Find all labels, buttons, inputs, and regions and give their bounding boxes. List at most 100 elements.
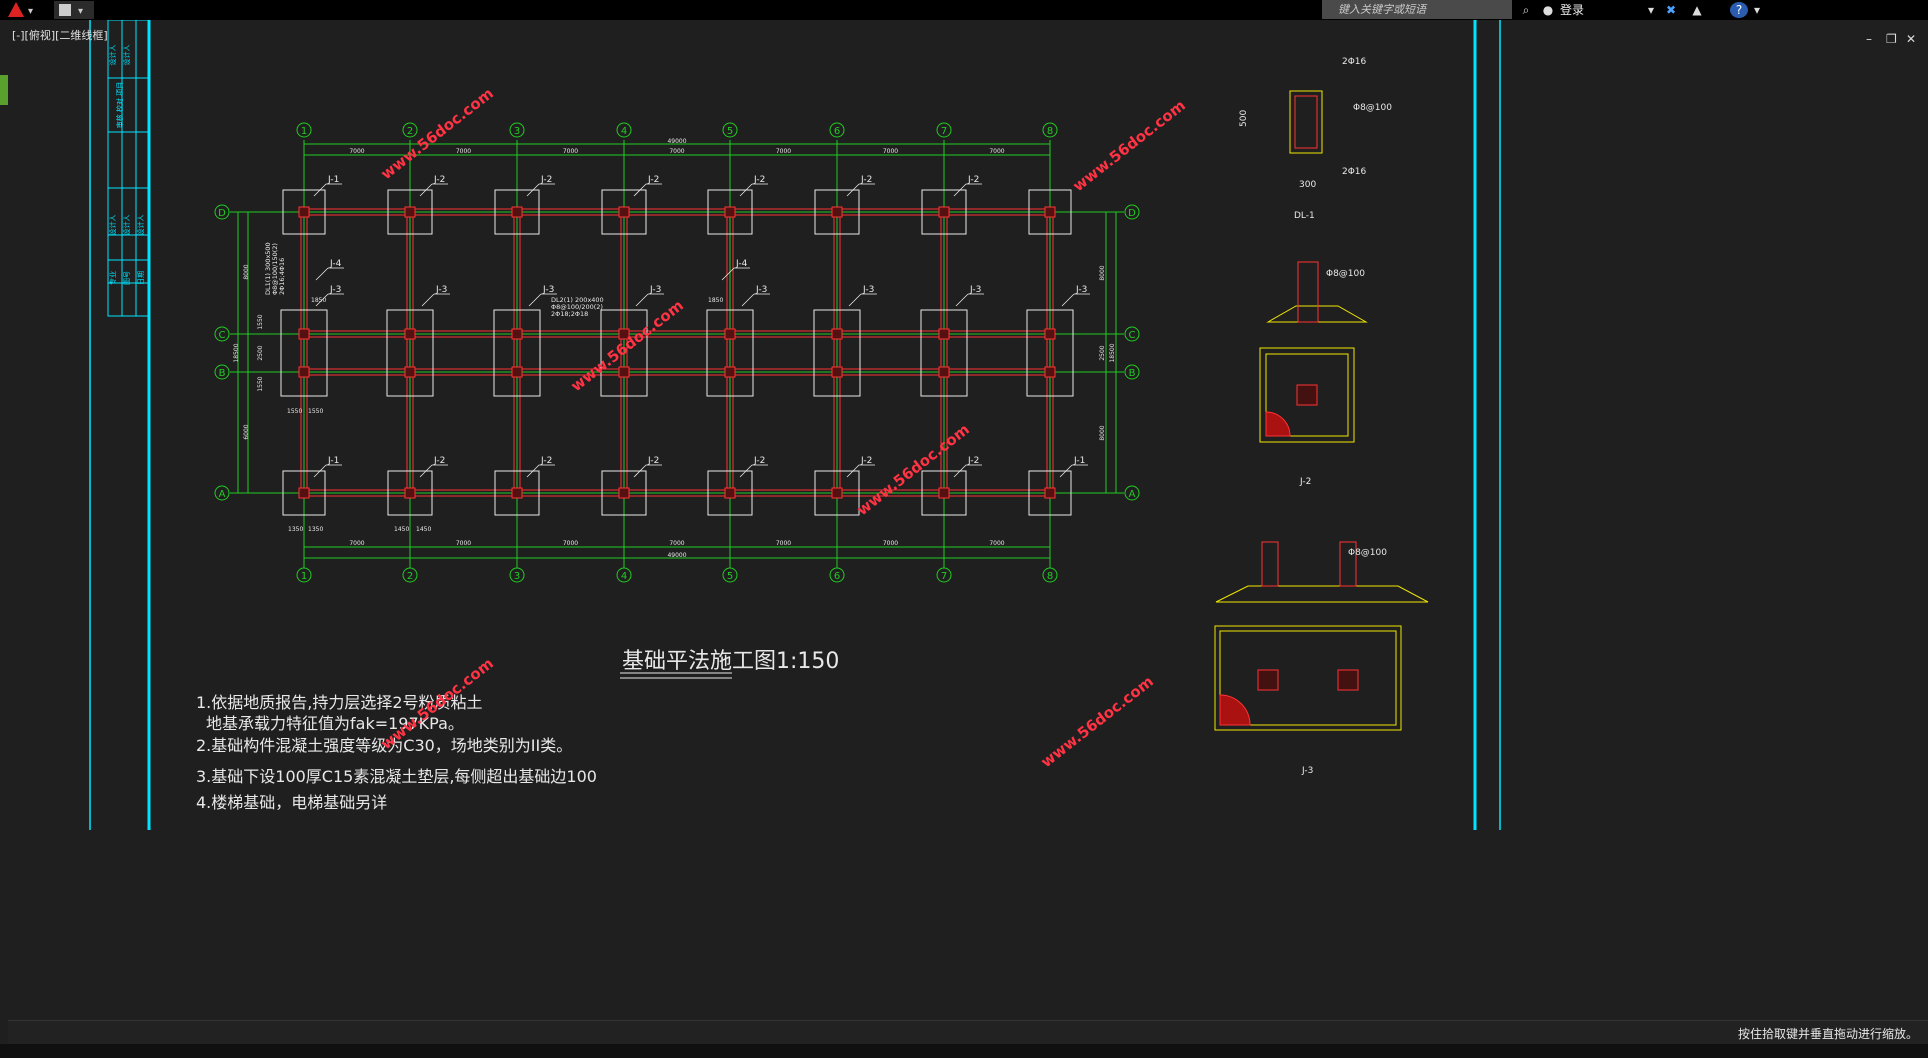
footing-label: J-3 (755, 285, 767, 295)
chevron-down-icon[interactable]: ▾ (1647, 3, 1655, 17)
leader-line (633, 464, 647, 478)
column (724, 328, 736, 340)
viewport-controls[interactable]: [-][俯视][二维线框] (12, 29, 108, 42)
axis-number: 7 (941, 571, 947, 582)
column (938, 206, 950, 218)
column (511, 328, 523, 340)
rebar-label: 2Φ16 (1342, 167, 1367, 177)
column (618, 328, 630, 340)
general-note: 4.楼梯基础，电梯基础另详 (196, 793, 387, 812)
axis-bubble (616, 567, 632, 583)
minimize-icon[interactable]: – (1866, 32, 1872, 46)
title-block-text: 设计人 (122, 45, 131, 66)
axis-number: 3 (514, 126, 520, 137)
footing-label: J-2 (967, 456, 979, 466)
leader-line (526, 183, 540, 197)
column (1044, 328, 1056, 340)
column (298, 328, 310, 340)
axis-bubble (722, 122, 738, 138)
axis-bubble (936, 122, 952, 138)
binoculars-icon[interactable]: ⌕ (1522, 3, 1530, 17)
watermark: www.56doc.com (1037, 672, 1157, 771)
column (298, 366, 310, 378)
leader-line (315, 293, 329, 307)
title-block-text: 审核 校对 项目 (115, 82, 124, 128)
dimension-text: 1550 (257, 376, 264, 391)
title-block-text: 设计人 (122, 215, 131, 236)
dimension-text: 1450 (394, 526, 409, 533)
column (404, 487, 416, 499)
axis-letter: D (1128, 208, 1136, 219)
footing-outline (814, 470, 860, 516)
column (724, 366, 736, 378)
footing-elevation (1215, 585, 1429, 603)
dimension-text: 7000 (883, 148, 898, 155)
footing-label: J-2 (860, 456, 872, 466)
footing-outline (707, 470, 753, 516)
footing-label: J-1 (1073, 456, 1085, 466)
cad-drawing[interactable]: 设计人设计人审核 校对 项目设计人设计人设计人专业图号日期11223344556… (8, 19, 1928, 1020)
footing-label: J-2 (753, 175, 765, 185)
column (1044, 487, 1056, 499)
leader-line (313, 183, 327, 197)
axis-bubble (1042, 122, 1058, 138)
dimension-text: 6000 (243, 424, 250, 439)
restore-icon[interactable]: ❐ (1886, 32, 1897, 46)
axis-number: 2 (407, 126, 413, 137)
footing-label: J-2 (433, 175, 445, 185)
search-input[interactable]: 键入关键字或短语 (1322, 0, 1512, 19)
autocad-logo-icon[interactable]: ▾ (4, 0, 44, 20)
axis-number: 6 (834, 126, 840, 137)
dimension-text: 18500 (1109, 343, 1116, 362)
footing-label: J-3 (1075, 285, 1087, 295)
axis-bubble (214, 204, 230, 220)
axis-bubble (1124, 485, 1140, 501)
axis-number: 4 (621, 126, 627, 137)
axis-bubble (1042, 567, 1058, 583)
leader-line (421, 293, 435, 307)
dimension-text: 8000 (243, 264, 250, 279)
dimension-total: 49000 (667, 138, 686, 145)
footing-outline (494, 189, 540, 235)
autodesk-a360-icon[interactable]: ▲ (1692, 3, 1702, 17)
footing-label: J-3 (329, 285, 341, 295)
general-note: 1.依据地质报告,持力层选择2号粉质粘土 (196, 693, 483, 712)
axis-bubble (214, 485, 230, 501)
login-button[interactable]: 登录 (1560, 3, 1585, 17)
help-dropdown-icon[interactable]: ▾ (1753, 3, 1761, 17)
help-icon[interactable]: ? (1730, 2, 1748, 18)
section-label: J-3 (1301, 766, 1313, 776)
dimension-text: 1550 (308, 408, 323, 415)
title-block (107, 19, 150, 317)
column (724, 206, 736, 218)
footing-outline (601, 189, 647, 235)
dimension-text: 300 (1299, 180, 1316, 190)
footing-outline (386, 309, 434, 397)
axis-letter: B (1129, 368, 1136, 379)
axis-bubble (296, 122, 312, 138)
exchange-icon[interactable]: ✖ (1665, 3, 1677, 17)
rebar-label: 2Φ16 (1342, 57, 1367, 67)
dimension-text: 1350 (308, 526, 323, 533)
axis-number: 1 (301, 126, 307, 137)
leader-line (846, 464, 860, 478)
status-bar: 按住拾取键并垂直拖动进行缩放。 (8, 1020, 1928, 1045)
leader-line (741, 293, 755, 307)
column (618, 366, 630, 378)
command-line[interactable] (0, 1044, 1928, 1058)
footing-outline (601, 470, 647, 516)
footing-outline (493, 309, 541, 397)
title-block-text: 设计人 (136, 215, 145, 236)
user-icon[interactable]: ● (1542, 3, 1554, 17)
close-icon[interactable]: ✕ (1906, 32, 1917, 46)
general-note: 2.基础构件混凝土强度等级为C30，场地类别为II类。 (196, 736, 572, 755)
quick-access-toolbar[interactable]: ▾ (54, 1, 94, 19)
title-block-text: 设计人 (108, 215, 117, 236)
axis-number: 7 (941, 126, 947, 137)
column (511, 366, 523, 378)
footing-outline (921, 189, 967, 235)
footing-label: J-2 (540, 175, 552, 185)
dimension-text: 7000 (456, 540, 471, 547)
footing-outline (814, 189, 860, 235)
